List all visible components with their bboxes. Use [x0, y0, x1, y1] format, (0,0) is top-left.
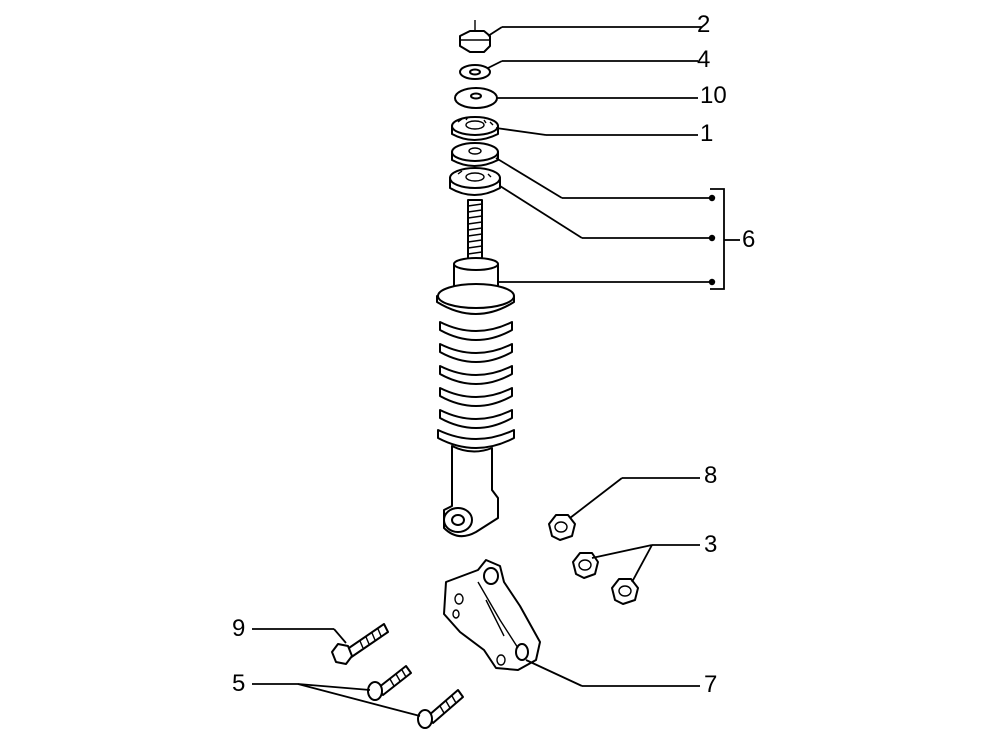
part-6-lower-bush — [449, 167, 501, 196]
shock-absorber — [436, 199, 515, 538]
part-3-nut-b — [611, 578, 639, 605]
part-2-hex-nut — [459, 20, 491, 53]
callout-9: 9 — [232, 615, 246, 642]
callout-3: 3 — [704, 531, 718, 558]
callout-8: 8 — [704, 462, 718, 489]
callout-1: 1 — [700, 120, 714, 147]
callout-5: 5 — [232, 670, 246, 697]
part-4-small-washer — [459, 64, 491, 80]
part-10-flat-washer — [454, 87, 498, 109]
callout-7: 7 — [704, 671, 718, 698]
part-5-bolt-b — [417, 689, 464, 729]
part-7-bracket — [443, 559, 541, 671]
part-1-rubber-bush — [451, 116, 499, 141]
callout-4: 4 — [697, 46, 711, 73]
leader-lines — [252, 26, 740, 717]
callout-2: 2 — [697, 11, 711, 38]
part-3-nut-a — [572, 552, 599, 579]
callout-10: 10 — [700, 82, 727, 109]
callout-6: 6 — [742, 226, 756, 253]
part-8-nut — [548, 514, 576, 541]
part-5-bolt-a — [367, 665, 412, 701]
part-9-bolt — [331, 623, 389, 665]
part-6-spacer — [451, 142, 499, 167]
